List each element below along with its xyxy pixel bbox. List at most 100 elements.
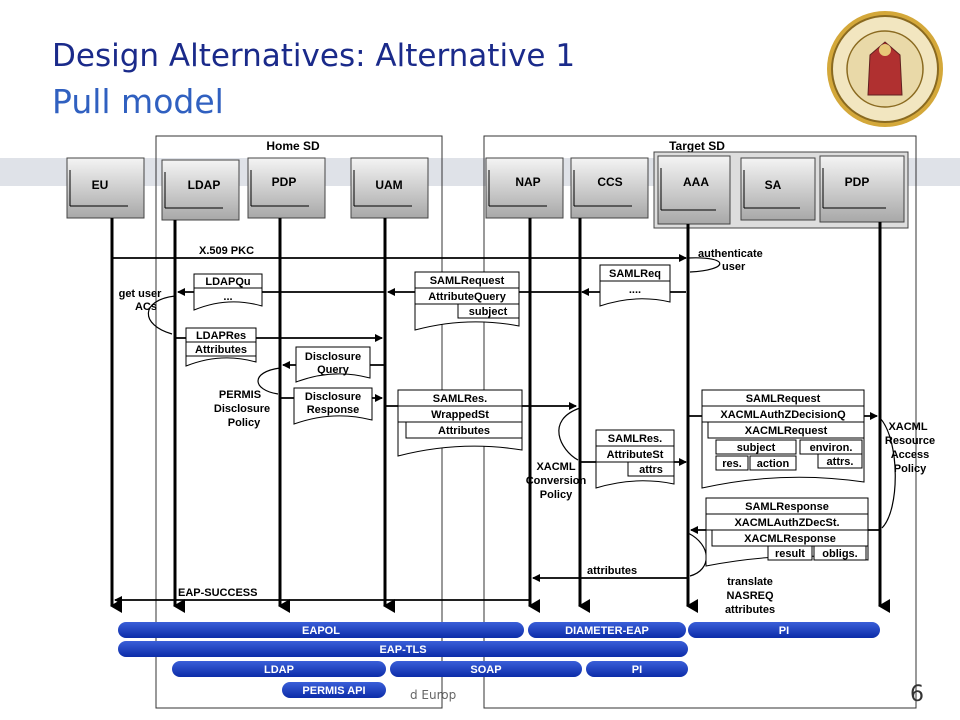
svg-text:Policy: Policy [228,417,261,429]
entity-nap: NAP [485,157,564,219]
svg-text:SOAP: SOAP [470,664,501,676]
entity-ldap: LDAP [161,159,240,221]
svg-text:LDAP: LDAP [264,664,294,676]
footer-text: d Europ [410,688,457,702]
eap-success-label: EAP-SUCCESS [178,587,257,599]
svg-text:EAPOL: EAPOL [302,625,340,637]
svg-text:SA: SA [765,178,782,192]
svg-text:AttributeQuery: AttributeQuery [428,291,507,303]
svg-text:LDAPQu: LDAPQu [205,276,250,288]
svg-text:Disclosure: Disclosure [305,391,361,403]
svg-text:PI: PI [632,664,642,676]
entity-ccs: CCS [570,157,649,219]
authenticate-note: authenticate user [698,248,763,273]
svg-text:obligs.: obligs. [822,548,857,560]
svg-text:EU: EU [92,178,109,192]
protocol-pi-bottom: PI [586,661,688,677]
svg-text:attrs.: attrs. [827,456,854,468]
svg-text:SAMLRes.: SAMLRes. [433,393,487,405]
svg-text:XACMLRequest: XACMLRequest [745,425,828,437]
svg-text:XACMLAuthZDecisionQ: XACMLAuthZDecisionQ [720,409,846,421]
svg-text:SAMLReq: SAMLReq [609,268,661,280]
svg-text:Policy: Policy [894,463,927,475]
svg-text:XACMLResponse: XACMLResponse [744,533,836,545]
svg-text:SAMLRequest: SAMLRequest [430,275,505,287]
svg-text:SAMLRes.: SAMLRes. [608,433,662,445]
svg-text:AAA: AAA [683,175,709,189]
permis-policy-note: PERMIS Disclosure Policy [214,389,270,429]
slide-title: Design Alternatives: Alternative 1 [52,38,576,74]
svg-text:LDAPRes: LDAPRes [196,330,246,342]
svg-text:subject: subject [469,306,508,318]
svg-text:EAP-TLS: EAP-TLS [379,644,426,656]
svg-text:PDP: PDP [845,175,870,189]
svg-text:Query: Query [317,364,350,376]
svg-text:NASREQ: NASREQ [726,590,774,602]
svg-text:CCS: CCS [597,175,622,189]
slide-subtitle: Pull model [52,82,224,121]
svg-text:action: action [757,458,790,470]
svg-text:ACs: ACs [135,301,157,313]
svg-text:Disclosure: Disclosure [214,403,270,415]
svg-text:Policy: Policy [540,489,573,501]
svg-text:result: result [775,548,805,560]
home-sd-label: Home SD [266,139,320,153]
protocol-soap: SOAP [390,661,582,677]
svg-text:PI: PI [779,625,789,637]
doc-samlrequest-mid: SAMLRequest AttributeQuery subject [414,271,520,331]
doc-samlres-attr: SAMLRes. AttributeSt attrs [595,429,675,489]
svg-text:XACML: XACML [888,421,927,433]
entity-pdp-home: PDP [247,157,326,219]
svg-text:PERMIS API: PERMIS API [302,685,365,697]
entity-sa: SA [740,157,816,221]
svg-text:Resource: Resource [885,435,935,447]
get-user-acs-note: get user ACs [119,288,163,313]
entity-pdp-target: PDP [819,155,905,223]
translate-note: translate NASREQ attributes [725,576,775,616]
svg-text:....: .... [629,284,641,296]
doc-saml-xacml-response: SAMLResponse XACMLAuthZDecSt. XACMLRespo… [705,497,869,567]
xacml-conversion-note: XACML Conversion Policy [526,461,587,501]
svg-text:UAM: UAM [375,178,402,192]
target-sd-label: Target SD [669,139,725,153]
doc-ldapres: LDAPRes Attributes [185,327,257,367]
svg-text:Response: Response [307,404,360,416]
entity-uam: UAM [350,157,429,219]
entity-eu: EU [66,157,145,219]
svg-text:environ.: environ. [810,442,853,454]
svg-text:SAMLResponse: SAMLResponse [745,501,829,513]
protocol-diameter-eap: DIAMETER-EAP [528,622,686,638]
svg-text:res.: res. [722,458,742,470]
doc-saml-xacml-request: SAMLRequest XACMLAuthZDecisionQ XACMLReq… [701,389,865,489]
svg-text:Attributes: Attributes [195,344,247,356]
svg-text:attrs: attrs [639,464,663,476]
svg-text:user: user [722,261,746,273]
entity-aaa: AAA [657,155,731,225]
svg-text:subject: subject [737,442,776,454]
protocol-permis-api: PERMIS API [282,682,386,698]
doc-samlreq-right: SAMLReq .... [599,264,671,307]
svg-text:XACMLAuthZDecSt.: XACMLAuthZDecSt. [734,517,839,529]
svg-text:Access: Access [891,449,930,461]
doc-disclosure-query: Disclosure Query [295,346,371,383]
protocol-eapol: EAPOL [118,622,524,638]
svg-text:DIAMETER-EAP: DIAMETER-EAP [565,625,649,637]
svg-text:XACML: XACML [536,461,575,473]
svg-text:PDP: PDP [272,175,297,189]
x509-label: X.509 PKC [199,245,254,257]
svg-text:translate: translate [727,576,773,588]
doc-disclosure-response: Disclosure Response [293,387,373,425]
svg-text:get user: get user [119,288,163,300]
lifelines [110,218,890,613]
svg-text:PERMIS: PERMIS [219,389,261,401]
doc-samlres-wrapped: SAMLRes. WrappedSt Attributes [397,389,523,457]
attributes-label: attributes [587,565,637,577]
university-seal-logo [827,11,943,127]
protocol-pi-top: PI [688,622,880,638]
svg-text:authenticate: authenticate [698,248,763,260]
protocol-ldap: LDAP [172,661,386,677]
svg-text:...: ... [223,291,232,303]
svg-text:NAP: NAP [515,175,540,189]
protocol-eap-tls: EAP-TLS [118,641,688,657]
